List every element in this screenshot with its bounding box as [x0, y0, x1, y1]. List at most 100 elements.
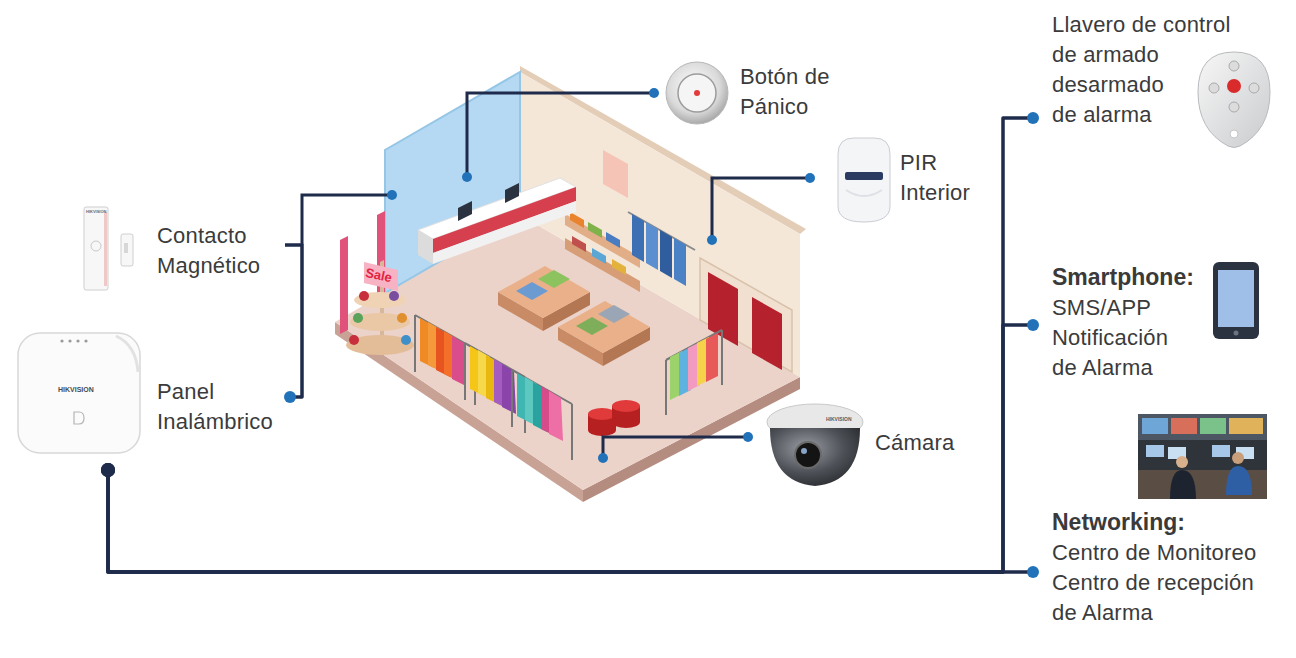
clothes-rack	[549, 391, 563, 441]
panic-button-icon	[694, 90, 700, 96]
monitoring-center-photo	[1170, 470, 1196, 499]
node-heading: Networking:	[1052, 507, 1252, 537]
glass-wall	[385, 72, 520, 293]
clothes-rack	[512, 370, 572, 460]
connector-dot	[1027, 566, 1039, 578]
monitoring-center-photo	[1146, 445, 1164, 457]
clothes-rack	[464, 343, 466, 400]
magnetic-contact-icon	[84, 207, 133, 290]
pir-sensor-icon	[838, 138, 890, 222]
leader-line	[712, 178, 810, 240]
folded-clothes	[592, 248, 606, 264]
table-top	[498, 266, 590, 318]
text-frame: Botón de Pánico	[740, 62, 845, 122]
key-fob-icon	[1227, 79, 1241, 93]
monitoring-center-photo	[1171, 418, 1197, 434]
display-shelf	[354, 292, 406, 308]
hat	[359, 291, 369, 301]
hat	[397, 313, 407, 323]
key-fob-icon	[1209, 83, 1219, 93]
display-shelf	[346, 335, 414, 355]
smartphone-icon	[1213, 262, 1259, 339]
smartphone-icon	[1213, 262, 1259, 339]
connector-dot	[101, 463, 115, 477]
leader-dot	[805, 173, 815, 183]
magnetic-contact-icon	[91, 241, 101, 251]
node-label: Panel Inalámbrico	[157, 377, 289, 437]
text-frame: Llavero de control de armado desarmado d…	[1052, 10, 1238, 140]
connector-dot	[1027, 319, 1039, 331]
monitoring-center-photo	[1212, 445, 1230, 457]
ottoman	[588, 400, 640, 436]
panic-button-icon	[678, 74, 716, 112]
ottoman	[588, 424, 616, 436]
magnetic-contact-icon	[121, 234, 133, 266]
pir-sensor-icon	[845, 172, 883, 180]
device-node: PIR Interior	[898, 148, 990, 210]
leader-dot	[598, 453, 608, 463]
magnetic-contact-icon	[104, 212, 107, 286]
clothes-rack	[414, 315, 416, 372]
monitoring-center-photo	[1138, 414, 1267, 499]
text-frame: Panel Inalámbrico	[157, 377, 289, 437]
leader-line	[603, 437, 748, 458]
connector-line	[108, 470, 1033, 572]
monitoring-center-photo	[1176, 456, 1188, 468]
node-label: Contacto Magnético	[157, 221, 283, 281]
clothes-rack	[721, 330, 723, 385]
ottoman	[612, 400, 640, 412]
device-node: Panel Inalámbrico	[15, 330, 290, 470]
connector	[101, 319, 1039, 572]
node-label: Llavero de control de armado desarmado d…	[1052, 10, 1238, 130]
leader-dot	[743, 432, 753, 442]
leader-line	[302, 93, 810, 458]
node-heading: Smartphone:	[1052, 262, 1232, 292]
key-fob-icon	[1229, 61, 1239, 71]
key-fob-icon	[1249, 83, 1259, 93]
text-frame: Contacto Magnético	[157, 221, 283, 281]
magnetic-contact-icon	[124, 243, 128, 253]
hat	[401, 335, 411, 345]
folded-clothes	[612, 259, 626, 275]
hat	[353, 313, 363, 323]
node-label: SMS/APP Notificación de Alarma	[1052, 293, 1192, 383]
node-label: Centro de Monitoreo Centro de recepción …	[1052, 538, 1267, 628]
connector	[284, 245, 302, 403]
curtain	[752, 297, 782, 370]
leader-dot	[707, 235, 717, 245]
text-frame: PIR Interior	[900, 148, 988, 208]
ottoman	[612, 416, 640, 428]
device-node: Smartphone:SMS/APP Notificación de Alarm…	[1033, 262, 1290, 387]
leader-dot	[387, 88, 815, 463]
connector-line	[108, 118, 1033, 572]
clothes-rack	[666, 330, 722, 415]
clothes-rack	[511, 370, 513, 427]
node-label: Cámara	[875, 428, 967, 458]
hanging-shirt	[660, 230, 672, 278]
hat	[389, 291, 399, 301]
counter-front	[433, 201, 576, 264]
wireless-panel-icon	[76, 339, 79, 342]
leader-dot	[649, 88, 659, 98]
device-node: Botón de Pánico	[735, 62, 845, 124]
folded-clothes	[516, 282, 548, 300]
hat	[349, 335, 359, 345]
wireless-panel-icon	[68, 339, 71, 342]
clothes-rack	[706, 333, 718, 382]
security-gate	[340, 236, 348, 334]
folded-clothes	[588, 222, 602, 238]
printed-label: HIKVISION	[86, 210, 106, 214]
monitor	[458, 201, 472, 221]
key-fob-icon	[1198, 52, 1270, 148]
leader-dot	[387, 190, 397, 200]
wireless-panel-icon	[116, 336, 138, 372]
leader-dot	[462, 172, 472, 182]
monitoring-center-photo	[1138, 414, 1267, 440]
key-fob-icon	[1229, 102, 1239, 112]
pir-sensor-icon	[846, 190, 882, 196]
device-node: Llavero de control de armado desarmado d…	[1033, 10, 1290, 150]
connector-dot	[1027, 112, 1039, 124]
clothes-rack	[465, 343, 525, 433]
hanging-shirt	[646, 222, 658, 270]
wireless-panel-icon	[84, 339, 87, 342]
